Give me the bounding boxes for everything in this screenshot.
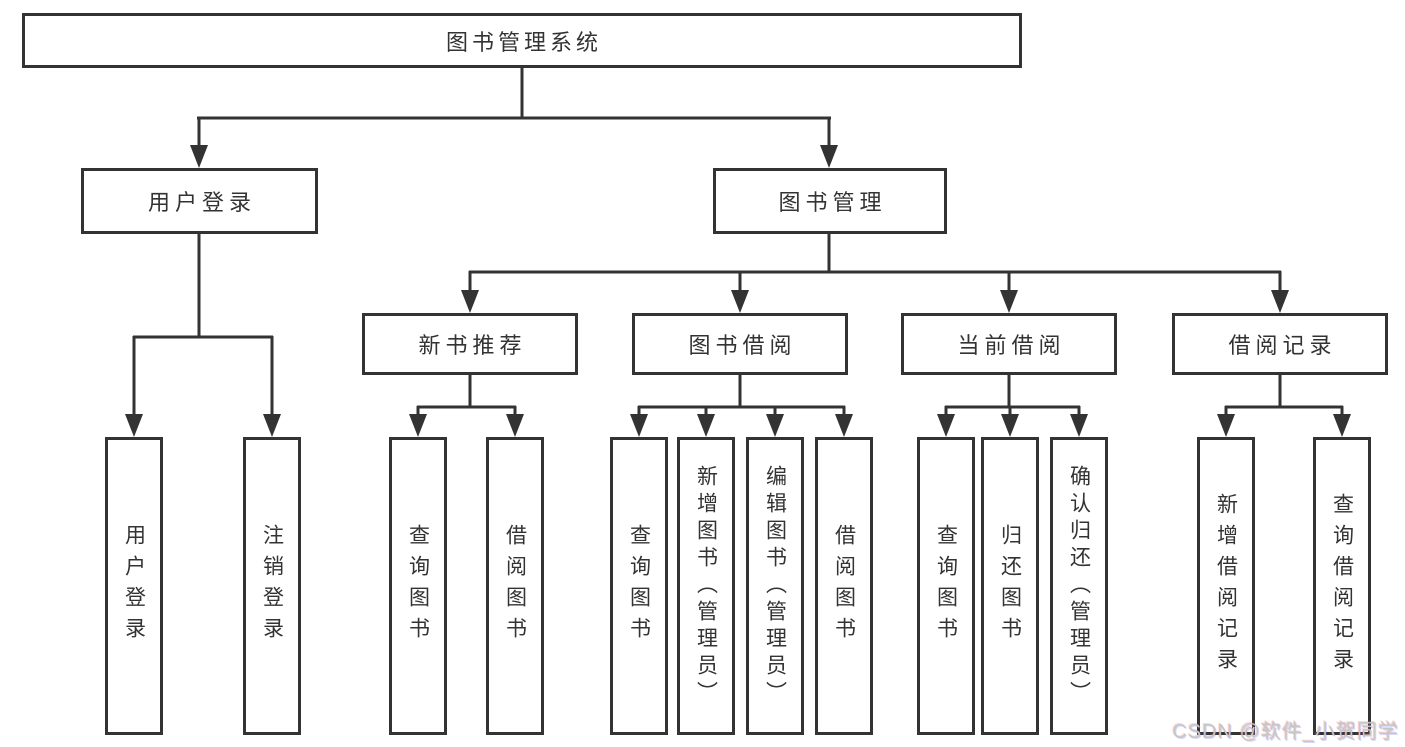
node-user-login: 用户登录 bbox=[81, 168, 318, 234]
csdn-watermark: CSDN @软件_小贺同学 bbox=[1172, 721, 1399, 743]
leaf-label: 查询图书 bbox=[934, 524, 958, 648]
connector-userlogin-to-leaves bbox=[125, 234, 281, 437]
node-label: 借阅记录 bbox=[1228, 333, 1337, 358]
leaf-label: 查询图书 bbox=[406, 524, 430, 648]
leaf-label: 借阅图书 bbox=[503, 524, 527, 648]
leaf-logout-login: 注销登录 bbox=[243, 437, 301, 735]
leaf-label: 注销登录 bbox=[260, 524, 284, 648]
node-label: 用户登录 bbox=[147, 190, 256, 215]
leaf-label: 查询借阅记录 bbox=[1330, 493, 1354, 679]
connector-root-to-level2 bbox=[190, 68, 838, 168]
node-label: 新书推荐 bbox=[418, 333, 527, 358]
node-borrowing-records: 借阅记录 bbox=[1172, 313, 1388, 375]
node-book-management: 图书管理 bbox=[713, 168, 947, 234]
leaf-edit-books-admin: 编辑图书（管理员） bbox=[746, 437, 804, 735]
leaf-borrow-books-recommend: 借阅图书 bbox=[486, 437, 544, 735]
leaf-borrow-books: 借阅图书 bbox=[815, 437, 873, 735]
connector-bookborrow-to-leaves bbox=[630, 375, 853, 437]
node-book-borrowing: 图书借阅 bbox=[632, 313, 848, 375]
connector-newbook-to-leaves bbox=[409, 375, 524, 437]
leaf-add-borrow-record: 新增借阅记录 bbox=[1197, 437, 1255, 735]
leaf-query-books-current: 查询图书 bbox=[917, 437, 975, 735]
connector-currentborrow-to-leaves bbox=[937, 375, 1088, 437]
node-current-borrowing: 当前借阅 bbox=[901, 313, 1117, 375]
node-library-management-system: 图书管理系统 bbox=[22, 13, 1022, 68]
leaf-user-login: 用户登录 bbox=[105, 437, 163, 735]
leaf-return-books: 归还图书 bbox=[981, 437, 1039, 735]
leaf-query-books-recommend: 查询图书 bbox=[389, 437, 447, 735]
leaf-label: 归还图书 bbox=[998, 524, 1022, 648]
leaf-label: 查询图书 bbox=[627, 524, 651, 648]
leaf-label: 编辑图书（管理员） bbox=[763, 464, 787, 708]
leaf-query-borrow-record: 查询借阅记录 bbox=[1313, 437, 1371, 735]
leaf-label: 借阅图书 bbox=[832, 524, 856, 648]
leaf-label: 新增图书（管理员） bbox=[694, 464, 718, 708]
leaf-label: 新增借阅记录 bbox=[1214, 493, 1238, 679]
leaf-query-books-borrow: 查询图书 bbox=[610, 437, 668, 735]
leaf-label: 确认归还（管理员） bbox=[1067, 464, 1091, 708]
leaf-confirm-return-admin: 确认归还（管理员） bbox=[1050, 437, 1108, 735]
connector-bookmgmt-to-level3 bbox=[461, 234, 1289, 313]
node-label: 图书管理 bbox=[778, 190, 887, 215]
node-label: 图书借阅 bbox=[688, 333, 797, 358]
leaf-label: 用户登录 bbox=[122, 524, 146, 648]
node-new-book-recommendation: 新书推荐 bbox=[362, 313, 578, 375]
node-label: 图书管理系统 bbox=[445, 29, 602, 55]
connector-borrowrecords-to-leaves bbox=[1217, 375, 1351, 437]
node-label: 当前借阅 bbox=[957, 333, 1066, 358]
leaf-add-books-admin: 新增图书（管理员） bbox=[677, 437, 735, 735]
